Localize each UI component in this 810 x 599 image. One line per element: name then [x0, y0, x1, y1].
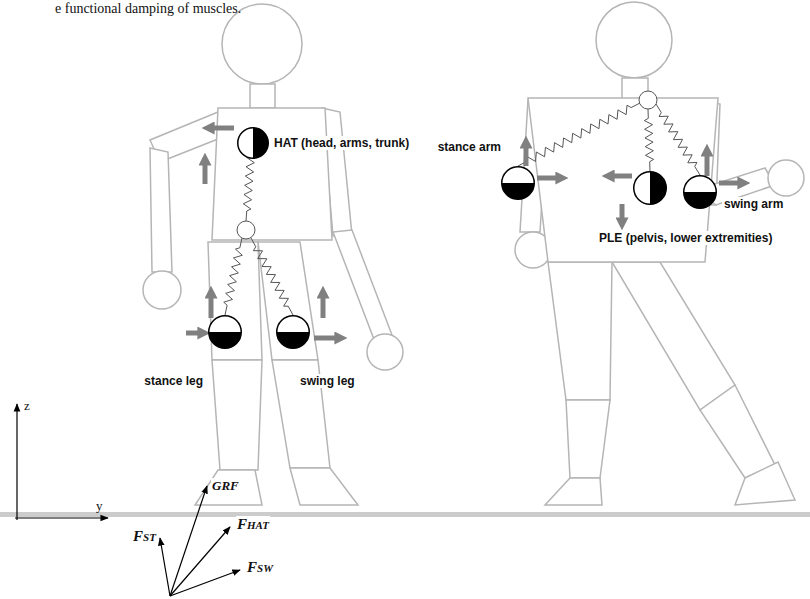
spring — [656, 104, 700, 175]
mass-symbol — [208, 315, 242, 349]
spring — [644, 109, 653, 171]
axis-label: z — [24, 398, 30, 414]
mass-point: PLE (pelvis, lower extremities) — [633, 171, 667, 205]
joint-circle — [639, 91, 657, 109]
body-outline — [515, 2, 804, 505]
body-outline — [143, 4, 403, 505]
force-label: FST — [132, 528, 157, 545]
mass-label: swing arm — [722, 197, 785, 211]
axis-label: y — [96, 498, 103, 514]
force-vectors — [160, 486, 240, 596]
spring — [251, 238, 293, 315]
mass-label: swing leg — [298, 374, 357, 388]
force-label: GRF — [211, 478, 240, 494]
mass-symbol — [501, 166, 535, 200]
mass-label: HAT (head, arms, trunk) — [272, 136, 411, 150]
joint-circle — [237, 221, 255, 239]
springs — [224, 103, 700, 315]
mass-label: stance arm — [436, 140, 503, 154]
caption-fragment: e functional damping of muscles. — [55, 1, 241, 17]
mass-point: swing arm — [683, 175, 717, 209]
mass-point: stance arm — [501, 166, 535, 200]
force-label: FHAT — [236, 516, 270, 533]
force-label: FSW — [246, 559, 274, 576]
mass-symbol — [276, 315, 310, 349]
spring — [518, 103, 640, 166]
mass-label: stance leg — [142, 374, 205, 388]
ground — [0, 512, 810, 517]
spring — [224, 238, 243, 315]
mass-label: PLE (pelvis, lower extremities) — [597, 231, 774, 245]
mass-symbol — [683, 175, 717, 209]
mass-point: stance leg — [208, 315, 242, 349]
mass-symbol — [633, 171, 667, 205]
mass-point: HAT (head, arms, trunk) — [237, 127, 269, 159]
mass-symbol — [237, 127, 269, 159]
axes — [15, 404, 108, 520]
mass-point: swing leg — [276, 315, 310, 349]
